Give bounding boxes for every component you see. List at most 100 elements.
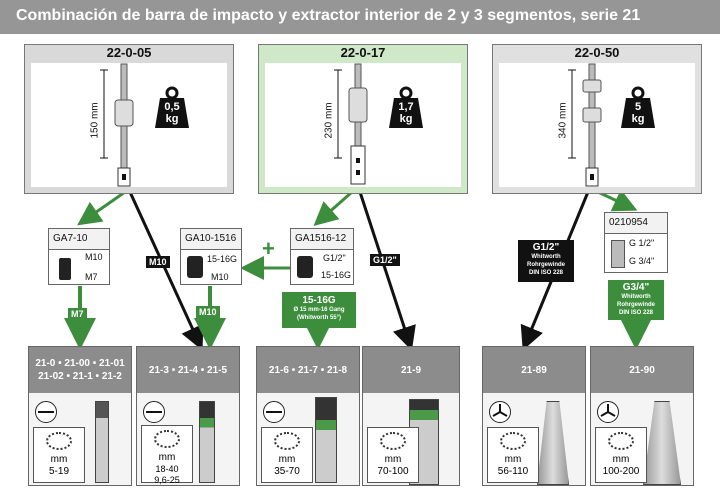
slide-hammer-1 — [100, 63, 134, 187]
extractor-drawing — [537, 401, 569, 485]
weight-value-1: 0,5 kg — [158, 101, 186, 125]
note-title: 15-16G — [302, 295, 336, 306]
result-21-89: 21-89 mm 56-110 — [482, 346, 586, 486]
panel-code: 22-0-17 — [340, 45, 386, 60]
arrow-p3-021 — [597, 189, 638, 212]
bearing-icon — [46, 432, 72, 450]
note-line: Whitworth — [531, 254, 561, 260]
g34-whitworth-note: G3/4" Whitworth Rohrgewinde DIN ISO 228 — [608, 280, 664, 320]
panel-code: 22-0-50 — [574, 45, 620, 60]
extractor-drawing — [199, 401, 215, 483]
weight-number: 1,7 — [398, 101, 414, 113]
range-unit: mm — [612, 454, 630, 465]
note-title: G3/4" — [622, 282, 650, 293]
plus-sign: + — [262, 236, 275, 261]
adapter-ga7-10: M10 M7 — [48, 249, 110, 285]
adapter-ga10-1516-title: GA10-1516 — [180, 228, 242, 250]
thread-bottom: 15-16G — [321, 270, 352, 280]
panel-code: 22-0-05 — [106, 45, 152, 60]
two-segment-symbol-icon — [263, 401, 285, 423]
range-value: 5-19 — [48, 466, 69, 477]
three-segment-symbol-icon — [489, 401, 511, 423]
result-codes-line1: 21-9 — [400, 364, 421, 376]
adapter-0210954: G 1/2" G 3/4" — [604, 233, 668, 273]
result-header: 21-6 • 21-7 • 21-8 — [257, 347, 359, 393]
weight-number: 5 — [634, 101, 642, 113]
thread-bottom: 15-16G — [207, 254, 238, 264]
thread-bottom: G 3/4" — [629, 256, 655, 266]
length-label-2: 230 mm — [323, 102, 335, 139]
two-segment-symbol-icon — [35, 401, 57, 423]
tag-m7-green: M7 — [68, 308, 87, 320]
result-header: 21-89 — [483, 347, 585, 393]
tag-g12-black: G1/2" — [370, 254, 400, 266]
thread-top: G1/2" — [323, 253, 346, 263]
note-line: Rohrgewinde — [616, 302, 655, 308]
result-codes-line1: 21-3 • 21-4 • 21-5 — [148, 364, 228, 376]
thread-top: M10 — [85, 252, 103, 262]
page-header: Combinación de barra de impacto y extrac… — [0, 0, 720, 34]
range-line1: 18-40 — [155, 464, 179, 474]
thread-bottom: M7 — [85, 272, 98, 282]
result-21-9: 21-9 mm 70-100 — [362, 346, 460, 486]
thread-15-16g-note: 15-16G Ø 15 mm-16 Gang (Whitworth 55°) — [282, 292, 356, 328]
weight-icon-3 — [621, 86, 655, 128]
result-header: 21-9 — [363, 347, 459, 393]
range-unit: mm — [278, 454, 296, 465]
bearing-icon — [380, 432, 406, 450]
result-21-6: 21-6 • 21-7 • 21-8 mm 35-70 — [256, 346, 360, 486]
note-line: Whitworth — [621, 294, 651, 300]
weight-value-2: 1,7 kg — [392, 101, 420, 125]
range-value: 56-110 — [497, 466, 529, 477]
weight-unit: kg — [399, 113, 413, 125]
size-range-box: mm 5-19 — [33, 427, 85, 483]
note-line: Rohrgewinde — [526, 262, 565, 268]
length-label-3: 340 mm — [557, 102, 569, 139]
page-title: Combinación de barra de impacto y extrac… — [16, 7, 641, 24]
range-value: 70-100 — [377, 466, 409, 477]
adapter-ga1516-12: G1/2" 15-16G — [290, 249, 354, 285]
adapter-ga1516-12-title: GA1516-12 — [290, 228, 354, 250]
note-line: DIN ISO 228 — [528, 270, 563, 276]
note-line: (Whitworth 55°) — [296, 315, 342, 321]
note-title: G1/2" — [532, 242, 560, 253]
weight-icon-2 — [389, 86, 423, 128]
tag-m10-black: M10 — [146, 256, 170, 268]
bearing-icon — [500, 432, 526, 450]
range-unit: mm — [504, 454, 522, 465]
arrow-p1-213 — [128, 191, 204, 351]
range-line2: 9,6-25 — [154, 475, 180, 485]
slide-hammer-2 — [334, 63, 368, 185]
extractor-drawing — [95, 401, 109, 483]
size-range-box: mm 56-110 — [487, 427, 539, 483]
weight-value-3: 5 kg — [624, 101, 652, 125]
length-label-1: 150 mm — [89, 102, 101, 139]
bearing-icon — [154, 430, 180, 448]
bearing-icon — [608, 432, 634, 450]
adapter-ga10-1516: M10 15-16G — [180, 249, 242, 285]
weight-unit: kg — [631, 113, 645, 125]
weight-unit: kg — [165, 113, 179, 125]
extractor-drawing — [315, 397, 337, 483]
arrow-p2-219 — [358, 191, 416, 351]
slide-hammer-3 — [568, 63, 602, 187]
g12-whitworth-note: G1/2" Whitworth Rohrgewinde DIN ISO 228 — [518, 240, 574, 282]
note-line: Ø 15 mm-16 Gang — [293, 307, 345, 313]
arrow-p2-ga1516 — [313, 190, 353, 226]
range-value: 100-200 — [602, 466, 640, 477]
adapter-0210954-title: 0210954 — [604, 212, 668, 234]
result-codes-line1: 21-0 • 21-00 • 21-01 — [35, 358, 125, 369]
range-unit: mm — [158, 452, 176, 463]
tag-m10-green: M10 — [196, 306, 220, 318]
range-value: 35-70 — [274, 466, 300, 477]
result-codes-line1: 21-90 — [629, 364, 655, 376]
adapter-drawing — [611, 240, 625, 268]
result-codes-line2: 21-02 • 21-1 • 21-2 — [38, 371, 122, 382]
adapter-drawing — [297, 256, 313, 278]
result-header: 21-3 • 21-4 • 21-5 — [137, 347, 239, 393]
bearing-icon — [274, 432, 300, 450]
